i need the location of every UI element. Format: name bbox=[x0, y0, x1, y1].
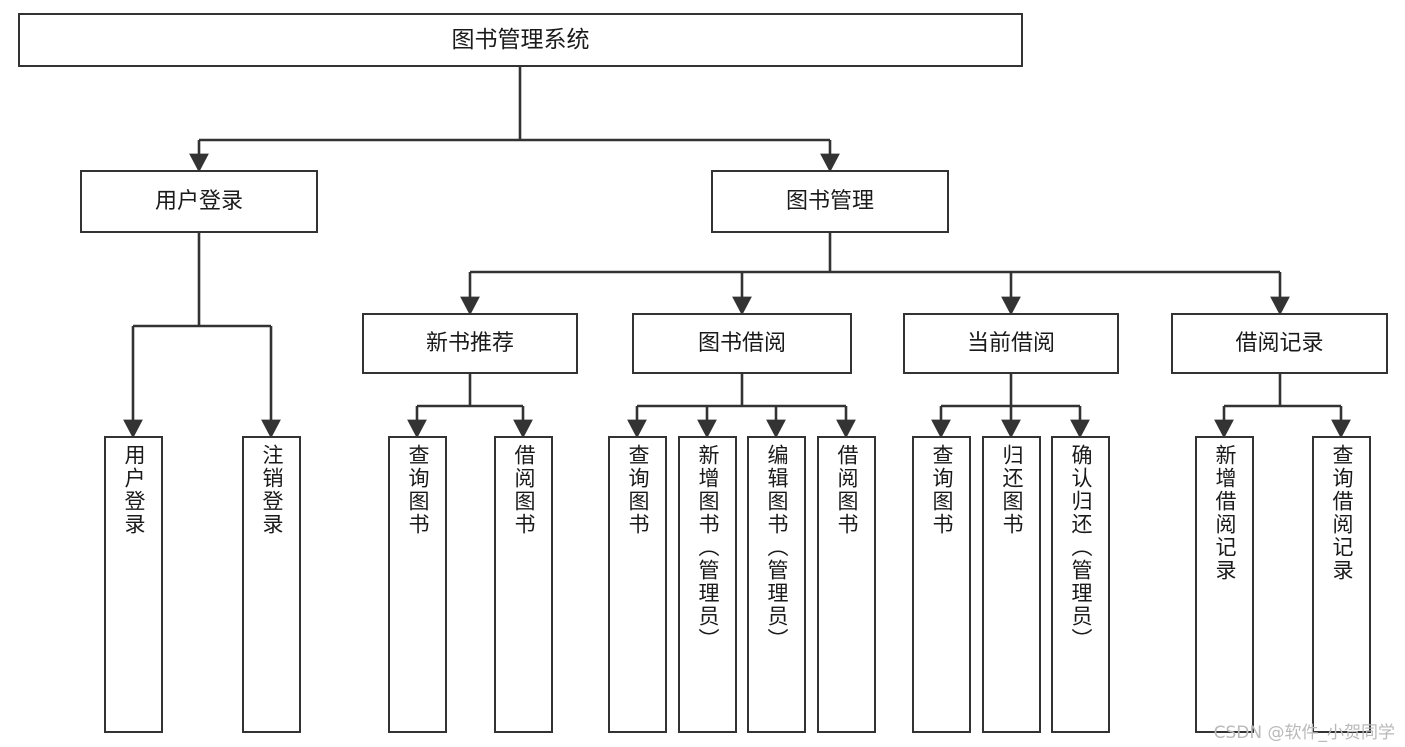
node-label: 当前借阅 bbox=[966, 330, 1055, 356]
node-root-system[interactable]: 图书管理系统 bbox=[18, 13, 1023, 67]
node-user-login[interactable]: 用户登录 bbox=[80, 170, 318, 233]
node-label: 编辑图书（管理员） bbox=[765, 444, 789, 651]
leaf-borrow-query-book[interactable]: 查询图书 bbox=[608, 436, 667, 733]
leaf-record-add-record[interactable]: 新增借阅记录 bbox=[1195, 436, 1254, 733]
node-borrow-record[interactable]: 借阅记录 bbox=[1171, 313, 1388, 374]
node-label: 用户登录 bbox=[154, 188, 243, 214]
node-label: 用户登录 bbox=[122, 444, 146, 536]
leaf-newbook-borrow-book[interactable]: 借阅图书 bbox=[494, 436, 553, 733]
csdn-watermark: CSDN @软件_小贺同学 bbox=[1213, 723, 1395, 743]
node-current-borrow[interactable]: 当前借阅 bbox=[903, 313, 1119, 374]
leaf-borrow-add-book-admin[interactable]: 新增图书（管理员） bbox=[678, 436, 737, 733]
leaf-newbook-query-book[interactable]: 查询图书 bbox=[388, 436, 447, 733]
node-label: 新书推荐 bbox=[425, 330, 514, 356]
leaf-user-logout[interactable]: 注销登录 bbox=[242, 436, 301, 733]
node-book-borrow[interactable]: 图书借阅 bbox=[632, 313, 852, 374]
leaf-current-return-book[interactable]: 归还图书 bbox=[982, 436, 1041, 733]
leaf-user-login[interactable]: 用户登录 bbox=[104, 436, 163, 733]
node-label: 借阅图书 bbox=[835, 444, 859, 536]
node-label: 注销登录 bbox=[260, 444, 284, 536]
node-label: 归还图书 bbox=[1000, 444, 1024, 536]
leaf-borrow-borrow-book[interactable]: 借阅图书 bbox=[817, 436, 876, 733]
leaf-borrow-edit-book-admin[interactable]: 编辑图书（管理员） bbox=[747, 436, 806, 733]
node-new-book-recommend[interactable]: 新书推荐 bbox=[362, 313, 578, 374]
node-book-management[interactable]: 图书管理 bbox=[711, 170, 949, 233]
node-label: 查询借阅记录 bbox=[1330, 444, 1354, 582]
node-label: 图书借阅 bbox=[697, 330, 786, 356]
node-label: 查询图书 bbox=[406, 444, 430, 536]
node-label: 图书管理 bbox=[785, 188, 874, 214]
node-label: 确认归还（管理员） bbox=[1069, 444, 1093, 651]
node-label: 查询图书 bbox=[930, 444, 954, 536]
node-label: 新增借阅记录 bbox=[1213, 444, 1237, 582]
leaf-current-confirm-return-admin[interactable]: 确认归还（管理员） bbox=[1051, 436, 1110, 733]
leaf-record-query-record[interactable]: 查询借阅记录 bbox=[1312, 436, 1371, 733]
node-label: 图书管理系统 bbox=[451, 26, 590, 53]
node-label: 借阅图书 bbox=[512, 444, 536, 536]
leaf-current-query-book[interactable]: 查询图书 bbox=[912, 436, 971, 733]
node-label: 借阅记录 bbox=[1235, 330, 1324, 356]
node-label: 查询图书 bbox=[626, 444, 650, 536]
node-label: 新增图书（管理员） bbox=[696, 444, 720, 651]
